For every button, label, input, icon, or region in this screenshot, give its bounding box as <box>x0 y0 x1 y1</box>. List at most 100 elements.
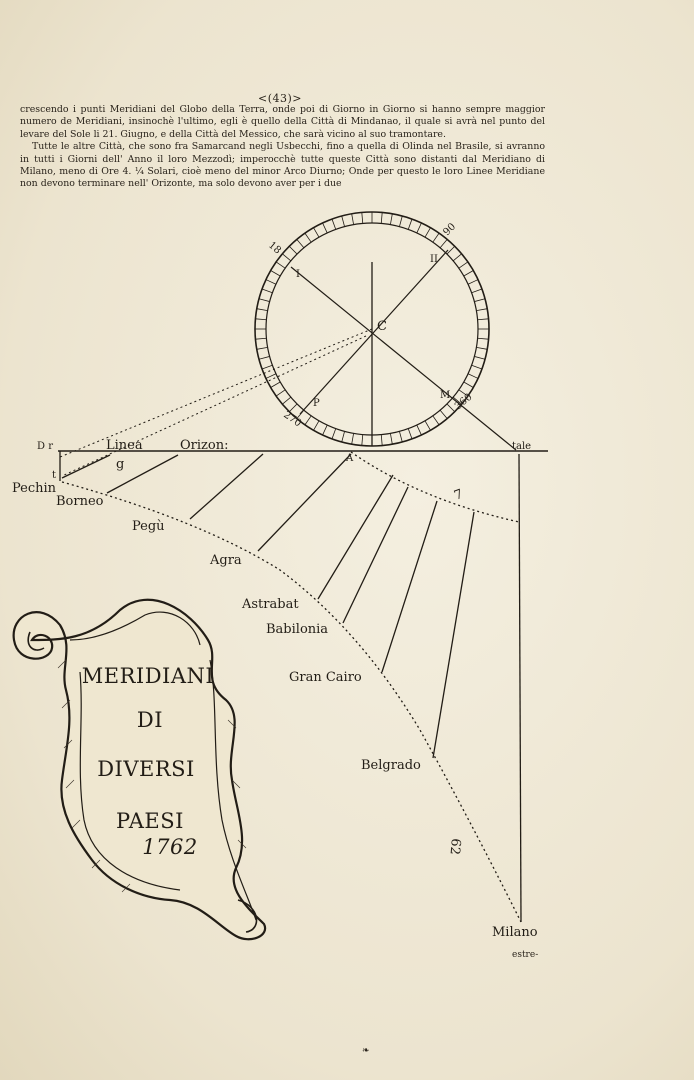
dial-tick <box>458 261 469 269</box>
meridian-astrabat <box>317 474 394 600</box>
dial-tick <box>407 218 413 230</box>
point-a-label: A <box>345 453 354 464</box>
dial-tick <box>432 415 440 426</box>
horizon-left-label: D r <box>37 441 53 452</box>
cartouche: MERIDIANI DI DIVERSI PAESI 1762 <box>12 598 267 941</box>
dial-tick <box>258 356 270 360</box>
dial-tick <box>282 253 292 262</box>
catchword: estre- <box>512 950 539 960</box>
dial-tick <box>474 356 486 360</box>
meridian-line <box>290 266 517 451</box>
cartouche-line: DI <box>137 708 163 732</box>
dial-tick <box>265 373 277 379</box>
dial-tick <box>304 232 312 243</box>
dial-tick <box>380 212 383 224</box>
degree-label: 18 <box>266 240 283 257</box>
dial-tick <box>471 364 483 370</box>
dial-tick <box>446 245 456 255</box>
dial-tick <box>452 396 462 405</box>
dial-tick <box>399 215 403 227</box>
dial-tick <box>275 261 286 269</box>
dotted-projection-line <box>59 328 373 458</box>
city-label-astrabat: Astrabat <box>241 597 299 612</box>
meridian-milano <box>518 453 522 923</box>
dial-tick <box>467 279 479 285</box>
dial-tick <box>477 318 489 321</box>
cartouche-line: MERIDIANI <box>82 664 214 688</box>
horizon-word-orizon: Orizon: <box>180 438 228 453</box>
page-number: <(43)> <box>257 92 302 105</box>
dial-tick <box>258 298 270 302</box>
ornament-glyph: ❧ <box>362 1046 370 1056</box>
dial-tick <box>296 239 305 249</box>
dial-tick <box>261 364 273 370</box>
meridian-agra-2 <box>257 453 352 552</box>
dial-tick <box>471 288 483 294</box>
dotted-projection-line <box>61 335 367 477</box>
dial-tick <box>313 227 320 238</box>
mark-62: 62 <box>447 838 463 856</box>
dial-tick <box>261 288 273 294</box>
dial-tick <box>463 270 474 277</box>
dial-tick <box>477 337 489 340</box>
dial-tick <box>476 308 488 311</box>
horizon-word-linea: Linea <box>106 438 143 453</box>
dial-tick <box>361 434 364 446</box>
mark-M: M <box>440 390 450 401</box>
dial-tick <box>439 239 448 249</box>
mark-I: I <box>296 269 300 280</box>
dial-tick <box>432 232 440 243</box>
dial-tick <box>351 213 354 225</box>
meridian-gran-cairo <box>381 500 438 673</box>
dial-tick <box>270 381 281 388</box>
paragraph: Tutte le altre Città, che sono fra Samar… <box>20 141 545 190</box>
dial-tick <box>416 222 422 234</box>
center-label: C <box>377 319 387 334</box>
city-label-belgrado: Belgrado <box>361 758 421 773</box>
dial-tick <box>322 222 328 234</box>
dial-tick <box>256 347 268 350</box>
horizon-right-label: tale <box>512 441 531 452</box>
dial-tick <box>458 389 469 397</box>
city-label-borneo: Borneo <box>56 494 104 509</box>
dial-tick <box>452 253 462 262</box>
dial-tick <box>467 373 479 379</box>
meridian-babilonia <box>342 486 409 624</box>
dial-tick <box>282 396 292 405</box>
dial-tick <box>476 347 488 350</box>
dial-tick <box>331 218 337 230</box>
dotted-arc <box>350 451 520 523</box>
mark-P: P <box>313 398 320 409</box>
meridian-line <box>299 249 449 415</box>
degree-label: 270 <box>281 409 303 429</box>
dial-tick <box>270 270 281 277</box>
dial-tick <box>439 409 448 419</box>
city-label-milano: Milano <box>492 925 538 940</box>
dial-tick <box>255 337 267 340</box>
dial-tick <box>424 420 431 431</box>
dial-tick <box>322 424 328 436</box>
mark-II: II <box>430 254 438 265</box>
meridian-borneo <box>61 454 111 479</box>
dial-tick <box>361 212 364 224</box>
dial-tick <box>424 227 431 238</box>
dial-tick <box>275 389 286 397</box>
dial-tick <box>313 420 320 431</box>
dial-tick <box>256 308 268 311</box>
paragraph: crescendo i punti Meridiani del Globo de… <box>20 104 545 140</box>
meridian-agra <box>189 453 264 520</box>
meridian-belgrado <box>432 511 475 759</box>
city-label-pegu: Pegù <box>132 519 165 534</box>
city-label-babilonia: Babilonia <box>266 622 328 637</box>
mark-g: g <box>116 457 124 472</box>
dial-tick <box>351 433 354 445</box>
dial-tick <box>265 279 277 285</box>
dial-tick <box>331 428 337 440</box>
dial-tick <box>463 381 474 388</box>
city-label-agra: Agra <box>209 553 242 568</box>
dial-tick <box>304 415 312 426</box>
dial-tick <box>341 431 345 443</box>
mark-t: t <box>52 470 56 481</box>
